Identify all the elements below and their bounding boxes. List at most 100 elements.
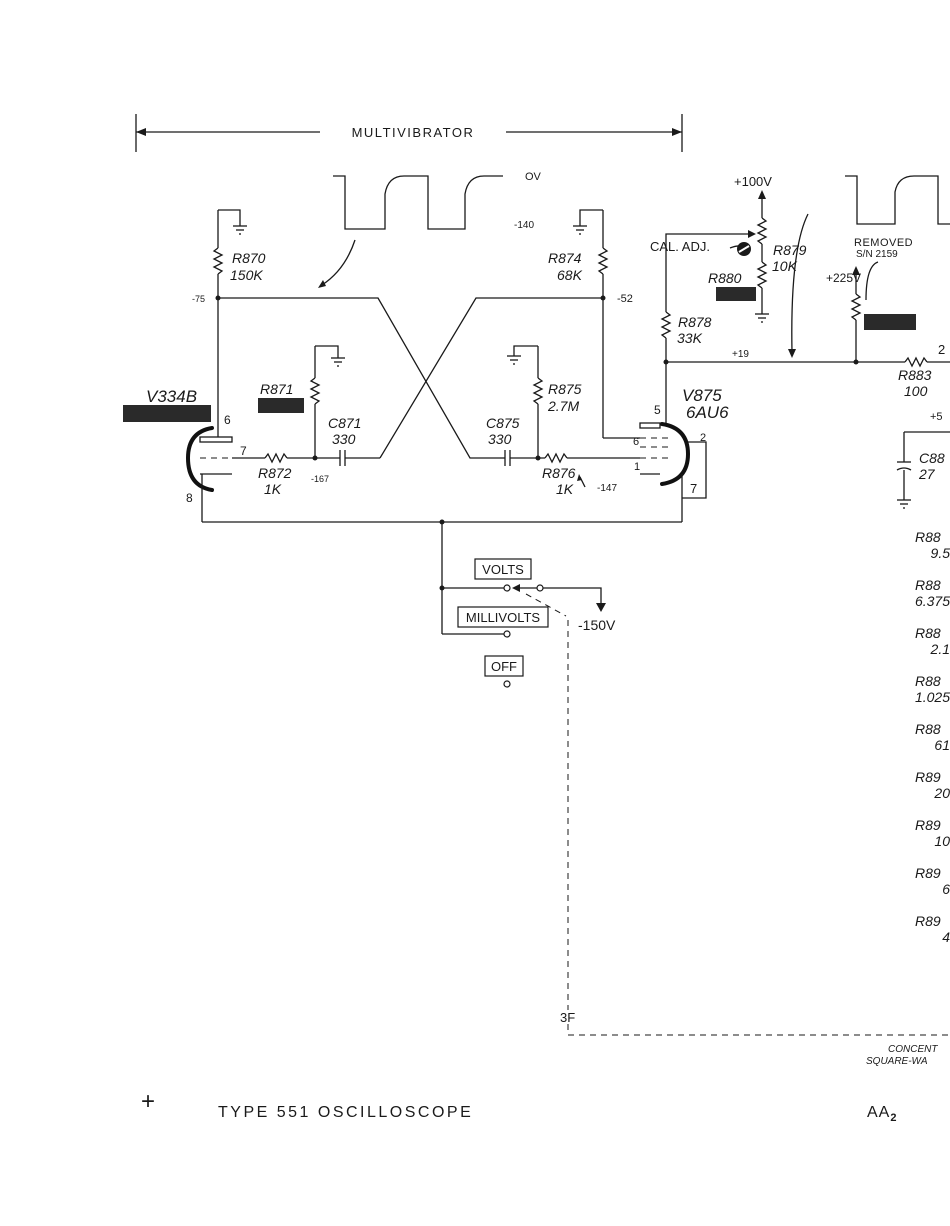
r870-ref: R870 [232,250,266,266]
concentric-line1: CONCENT [888,1044,938,1055]
r874-branch: -140 R874 68K -52 [514,209,640,439]
right-resistor-value: 10 [934,833,950,849]
node-m75: -75 [192,294,205,304]
r879-ref: R879 [773,242,807,258]
v875-ref: V875 [682,386,722,405]
right-resistor-ref: R89 [915,817,941,833]
off-label: OFF [491,659,517,674]
v875-type: 6AU6 [686,403,729,422]
r883-ref: R883 [898,367,932,383]
right-resistor-value: 1.025 [915,689,950,705]
output-waveform: REMOVED S/N 2159 +225V 2 R883 100 +5 [788,175,950,423]
cal-adj-section: +100V CAL. ADJ. R879 10K R880 R878 33K +… [650,174,905,366]
switch-off[interactable]: OFF [484,655,524,677]
page-code: AA2 [867,1104,897,1124]
node-p19: +19 [732,349,749,360]
switch-ref-3f: 3F [560,1010,575,1025]
section-header: MULTIVIBRATOR [135,114,683,152]
node-m167: -167 [311,474,329,484]
removed-sn: S/N 2159 [856,249,898,260]
right-resistor-value: 6.375 [915,593,950,609]
switch-volts[interactable]: VOLTS [474,558,532,580]
right-resistor-value: 61 [934,737,950,753]
right-resistor-ref: R89 [915,769,941,785]
switch-millivolts[interactable]: MILLIVOLTS [457,606,549,628]
v875-pin6: 6 [633,436,639,448]
square-wave-waveform: OV [318,171,542,288]
r883-value: 100 [904,383,928,399]
right-resistor-ref: R88 [915,721,941,737]
section-title: MULTIVIBRATOR [352,125,475,140]
node-m52: -52 [617,293,633,305]
footer: + TYPE 551 OSCILLOSCOPE AA2 [141,1088,897,1124]
p100v-label: +100V [734,174,772,189]
right-resistor-ref: R88 [915,625,941,641]
r882-blackout [864,314,916,330]
ov-label: OV [525,171,542,183]
right-resistor-ref: R89 [915,913,941,929]
concentric-line2: SQUARE-WA [866,1056,928,1067]
r880-ref: R880 [708,270,742,286]
right-partial: C88 27 [896,431,950,509]
v334b-pin7: 7 [240,444,247,458]
cal-adj-label: CAL. ADJ. [650,239,710,254]
r880-value-blackout [716,287,756,301]
v875-pin1: 1 [634,461,640,473]
node-m147: -147 [597,483,617,494]
right-resistor-value: 2.1 [930,641,950,657]
c875-ref: C875 [486,415,520,431]
v334b-pin8: 8 [186,491,193,505]
v334b-ref: V334B [146,387,197,406]
r872-value: 1K [264,481,282,497]
r875-value: 2.7M [547,398,579,414]
m140-label: -140 [514,220,534,231]
footer-title: TYPE 551 OSCILLOSCOPE [218,1104,473,1121]
cathode-bus: -150V [202,519,682,1010]
v334b-pin6: 6 [224,413,231,427]
r870-branch: R870 150K -75 [192,209,266,420]
r872-ref: R872 [258,465,292,481]
concentric-link: 3F CONCENT SQUARE-WA [560,1010,950,1067]
right-resistor-ref: R88 [915,673,941,689]
c875-r876: C875 330 R876 1K -147 [486,415,640,497]
right-resistor-value: 4 [942,929,950,945]
c88-value: 27 [918,466,936,482]
c871-ref: C871 [328,415,361,431]
p5-label: +5 [930,411,943,423]
m150v-label: -150V [578,617,616,633]
volts-label: VOLTS [482,562,524,577]
r874-value: 68K [557,267,583,283]
r876-value: 1K [556,481,574,497]
c871-value: 330 [332,431,356,447]
r872-c871: R872 1K C871 330 -167 [258,415,380,497]
r871-ref: R871 [260,381,293,397]
r878-ref: R878 [678,314,712,330]
right-resistor-list: R889.5R886.375R882.1R881.025R8861R8920R8… [915,529,950,945]
v334b-tube: V334B 6 7 8 [123,387,265,522]
v875-pin7: 7 [690,481,697,496]
v334b-type-blackout [123,405,211,422]
registration-mark: + [141,1088,155,1115]
v875-tube: V875 6AU6 5 6 1 2 7 [633,366,729,522]
r874-ref: R874 [548,250,582,266]
millivolts-label: MILLIVOLTS [466,610,541,625]
page-code-sub: 2 [890,1112,897,1124]
right-resistor-ref: R88 [915,529,941,545]
right-resistor-ref: R89 [915,865,941,881]
r875-ref: R875 [548,381,582,397]
r871-branch: R871 [258,345,345,458]
right-resistor-value: 9.5 [931,545,950,561]
page-code-main: AA [867,1104,890,1121]
v875-pin5: 5 [654,403,661,417]
right-resistor-ref: R88 [915,577,941,593]
c88-ref: C88 [919,450,945,466]
r875-branch: R875 2.7M [507,345,582,458]
r876-ref: R876 [542,465,576,481]
c875-value: 330 [488,431,512,447]
node-2-label: 2 [938,342,945,357]
r879-value: 10K [772,258,798,274]
removed-label: REMOVED [854,237,913,249]
right-resistor-value: 20 [933,785,950,801]
cross-coupling [218,297,603,459]
